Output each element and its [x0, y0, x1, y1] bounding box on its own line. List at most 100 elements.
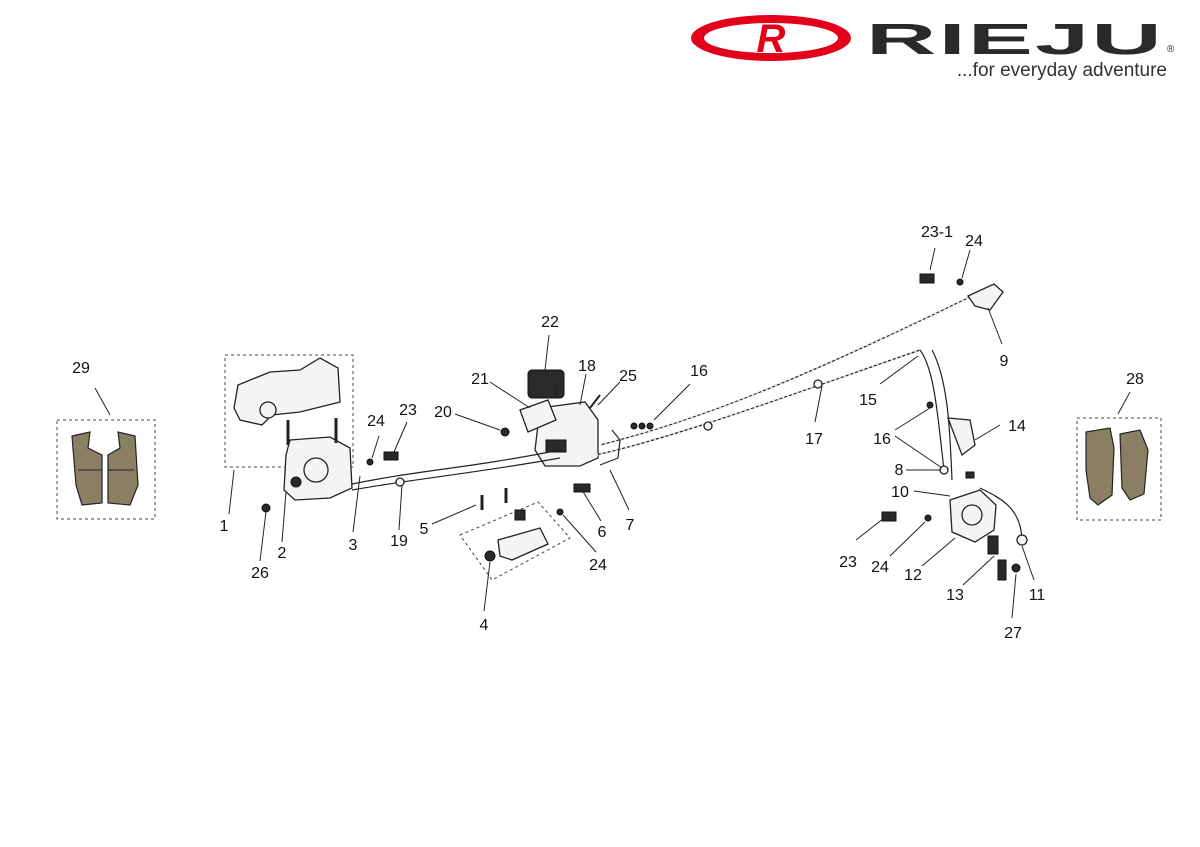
callout-numbers: 29 28 1 2 26 3 24 23 19 5 4 24 6 7 20 21…	[72, 224, 1144, 642]
brake-pads-rear	[1076, 417, 1162, 521]
screw-16-rear	[926, 401, 934, 409]
hose-grommet	[703, 421, 713, 431]
callout-18: 18	[578, 358, 596, 375]
pad-right-b	[1119, 429, 1149, 501]
bracket-14	[947, 417, 976, 457]
callout-14: 14	[1008, 418, 1026, 435]
brake-pads-front	[56, 419, 156, 520]
leader-3	[352, 475, 361, 533]
banjo-bolt	[500, 427, 510, 437]
brake-hoses	[351, 290, 1023, 539]
bleed-screw	[261, 503, 271, 513]
abs-hydraulic-unit	[500, 369, 601, 467]
callout-3: 3	[349, 537, 358, 554]
caliper-bolt-13	[987, 535, 999, 555]
rear-hose-braid	[599, 290, 981, 447]
connector	[589, 394, 601, 409]
abs-sensor-11	[1016, 534, 1028, 546]
callout-24b: 24	[589, 557, 607, 574]
leader-16b	[894, 407, 931, 431]
leader-25	[597, 381, 621, 406]
leader-23b	[855, 517, 885, 541]
screw-16	[638, 422, 646, 430]
clamp-washer	[514, 509, 526, 521]
callout-29: 29	[72, 360, 90, 377]
washer-24-front	[366, 458, 374, 466]
caliper-piston	[303, 457, 329, 483]
leader-24c	[961, 249, 971, 279]
leader-7	[609, 469, 630, 511]
bracket-hole	[259, 401, 277, 419]
caliper-bolt	[290, 476, 302, 488]
brake-pipe	[599, 429, 621, 466]
rieju-logo: R RIEJU ® ...for everyday adventure	[691, 15, 1175, 81]
callout-9: 9	[1000, 353, 1009, 370]
screw-16	[630, 422, 638, 430]
leader-14	[974, 424, 1001, 441]
washer-24	[924, 514, 932, 522]
leader-13	[962, 555, 995, 586]
leader-1	[228, 469, 235, 515]
washer-24-mid	[556, 508, 564, 516]
logo-wordmark: RIEJU	[866, 15, 1164, 64]
banjo-bolt-23-front	[383, 451, 399, 461]
callout-21: 21	[471, 371, 489, 388]
leader-22	[544, 334, 550, 371]
leader-24d	[889, 521, 926, 557]
leader-21	[489, 381, 531, 409]
callout-24d: 24	[871, 559, 889, 576]
leader-12	[921, 537, 956, 567]
hose-clamp-assembly	[459, 488, 571, 581]
leader-11	[1021, 545, 1035, 581]
leader-16c	[894, 435, 943, 469]
callout-13: 13	[946, 587, 964, 604]
leader-9	[987, 307, 1003, 345]
rear-hose-main	[599, 291, 981, 446]
callout-20: 20	[434, 404, 452, 421]
leader-2	[281, 491, 287, 543]
caliper-bolt-13b	[997, 559, 1007, 581]
abs-port	[545, 439, 567, 453]
reservoir-cap	[527, 369, 565, 399]
front-hose-b	[351, 457, 561, 491]
leader-10	[913, 490, 951, 497]
pad-box-29	[56, 419, 156, 520]
callout-17: 17	[805, 431, 823, 448]
master-cylinder	[519, 399, 557, 433]
pipe-fitting	[573, 483, 591, 493]
leader-23a	[393, 421, 408, 453]
callout-4: 4	[480, 617, 489, 634]
leader-28	[1117, 391, 1131, 415]
rear-hose-bracket	[919, 273, 1004, 311]
rear-hose-b-braid	[595, 348, 921, 457]
logo-tagline: ...for everyday adventure	[957, 60, 1167, 81]
callout-23b: 23	[839, 554, 857, 571]
callout-24c: 24	[965, 233, 983, 250]
leader-16a	[653, 383, 691, 421]
hose-grommet	[813, 379, 823, 389]
callout-16b: 16	[873, 431, 891, 448]
front-hose-a	[351, 449, 561, 485]
leader-lines	[94, 247, 1131, 619]
banjo-bolt-23	[881, 511, 897, 522]
hose-bracket-9	[967, 283, 1004, 311]
pad-left-b	[107, 431, 139, 506]
caliper-bracket	[233, 357, 341, 426]
callout-26: 26	[251, 565, 269, 582]
leader-23-1	[929, 247, 936, 271]
hose-clamp	[497, 527, 549, 561]
callout-15: 15	[859, 392, 877, 409]
callout-6: 6	[598, 524, 607, 541]
hose-grommet	[395, 477, 405, 487]
leader-19	[398, 484, 403, 531]
pad-left-a	[71, 431, 103, 506]
clamp-nut	[484, 550, 496, 562]
registered-mark: ®	[1167, 44, 1175, 55]
callout-1: 1	[220, 518, 229, 535]
logo-letter: R	[757, 17, 786, 61]
abs-sensor-wire	[979, 487, 1023, 539]
clip	[965, 471, 975, 479]
bleed-screw-27	[1011, 563, 1021, 573]
fasteners	[366, 401, 934, 516]
leader-15	[879, 355, 919, 385]
